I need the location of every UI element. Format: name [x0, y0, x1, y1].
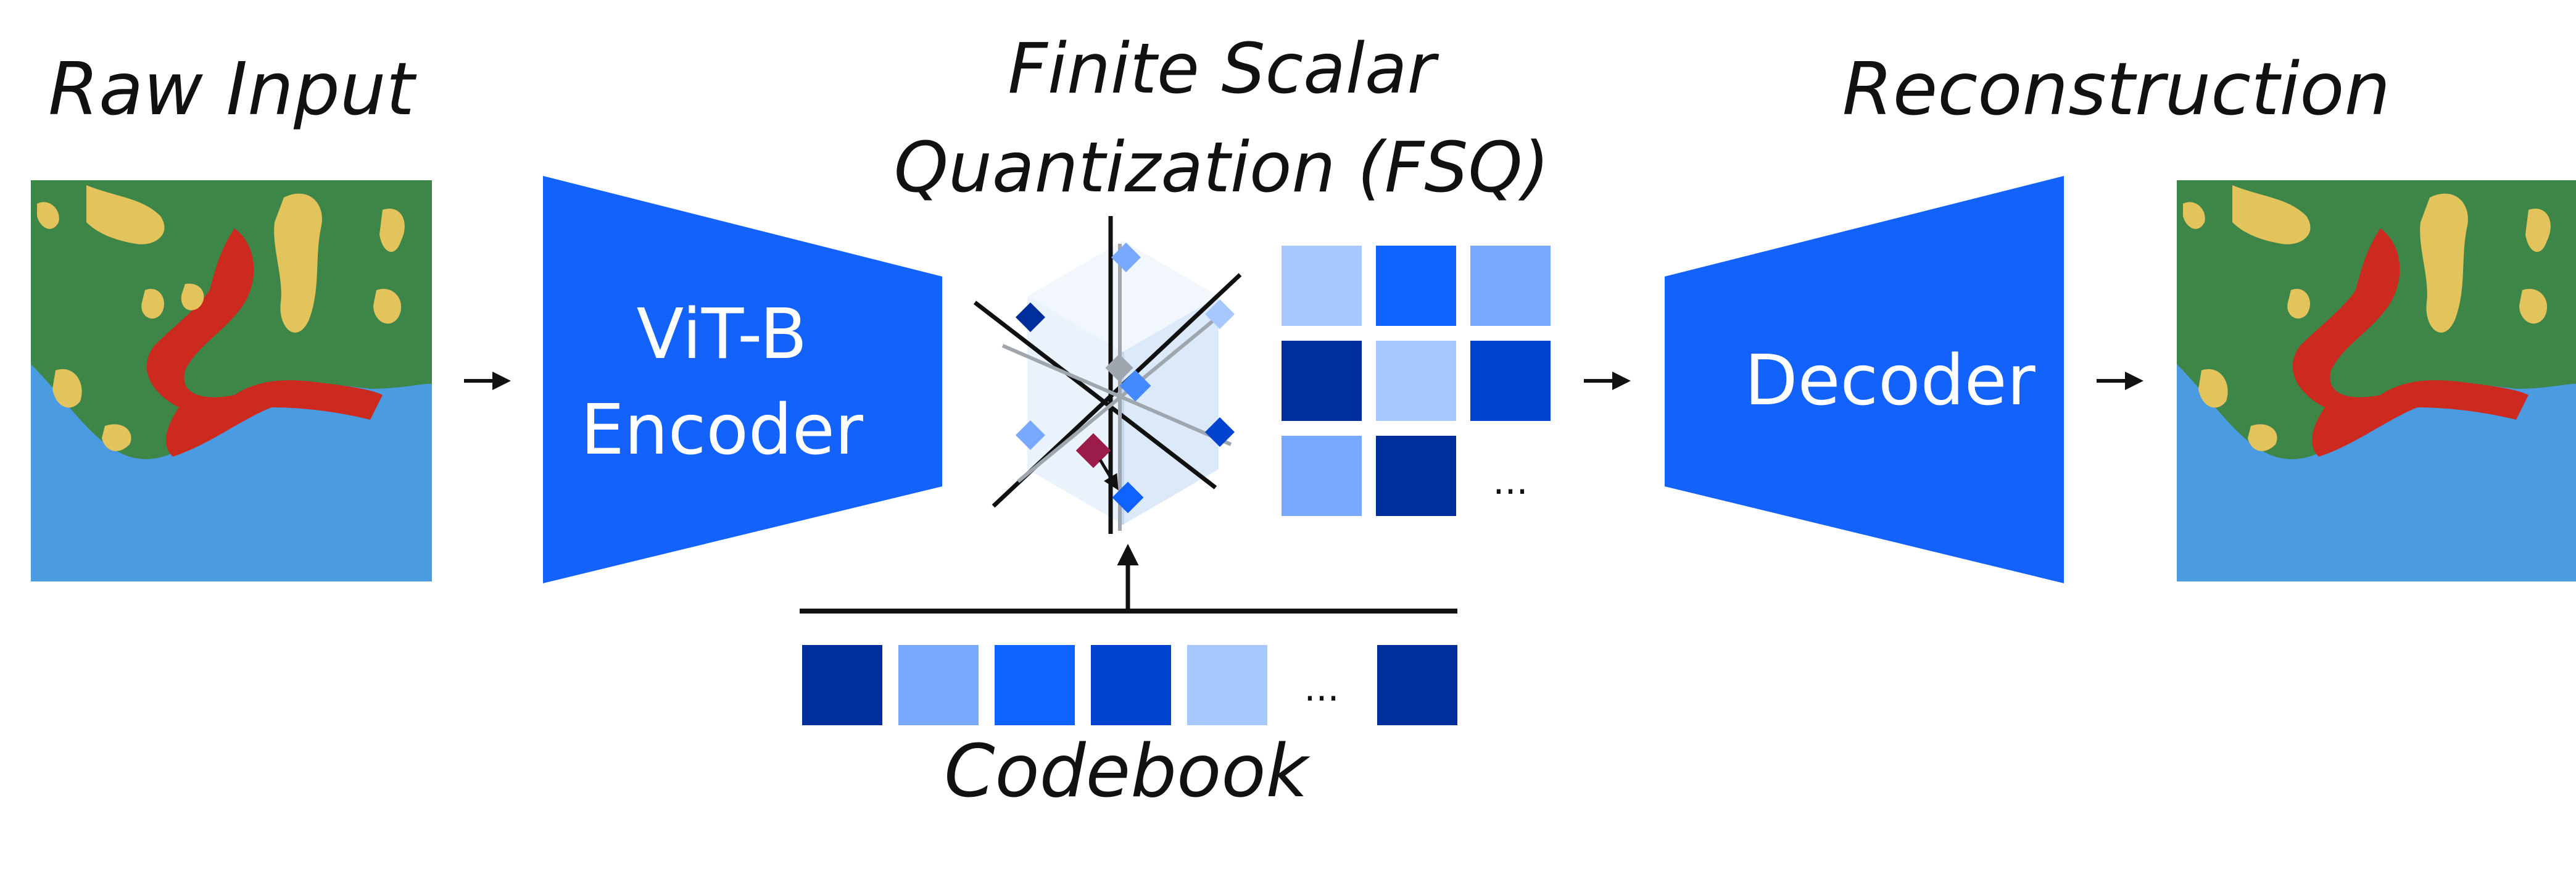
encoder-label-line2: Encoder [581, 390, 864, 470]
reconstruction-map [2177, 180, 2576, 581]
fsq-title-line2: Quantization (FSQ) [894, 128, 1549, 208]
codebook-title: Codebook [944, 728, 1311, 814]
codebook-row: ... [802, 645, 1457, 725]
raw-input-title: Raw Input [48, 46, 417, 131]
decoder-block [1665, 176, 2064, 583]
fsq-lattice [973, 216, 1242, 534]
token-grid: ... [1282, 246, 1551, 516]
encoder-label-line1: ViT-B [637, 294, 808, 375]
grid-ellipsis: ... [1493, 460, 1528, 503]
fsq-title-line1: Finite Scalar [1008, 29, 1439, 109]
raw-input-map [31, 180, 432, 581]
reconstruction-title: Reconstruction [1842, 46, 2390, 131]
quantized-point [1075, 433, 1111, 468]
encoder-block [543, 176, 942, 583]
codebook-ellipsis: ... [1304, 667, 1339, 710]
decoder-label: Decoder [1744, 341, 2036, 421]
